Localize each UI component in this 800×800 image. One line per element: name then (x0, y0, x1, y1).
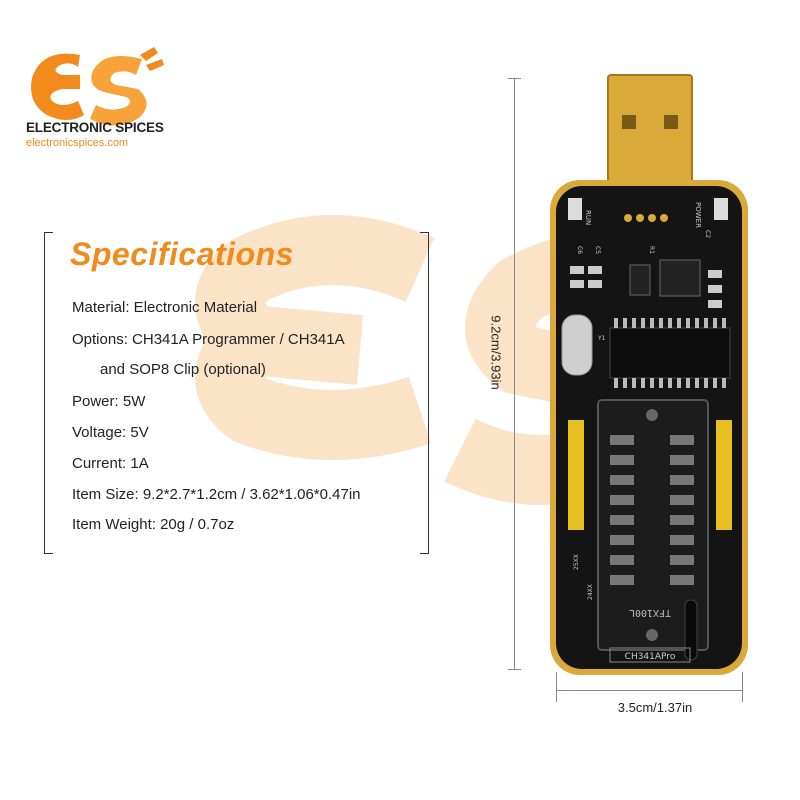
left-header-pins (568, 420, 584, 530)
spec-material: Material: Electronic Material (72, 299, 258, 316)
c6-label: C6 (576, 246, 583, 254)
width-dimension-label: 3.5cm/1.37in (617, 700, 693, 715)
25xx-label: 25XX (573, 554, 580, 570)
model-label: CH341APro (625, 652, 676, 662)
electronic-spices-logo (31, 47, 164, 126)
r1-label: R1 (648, 246, 655, 254)
spec-bracket-right (420, 232, 429, 554)
width-dimension-line (556, 690, 743, 691)
y1-label: Y1 (597, 335, 606, 342)
power-label: POWER (694, 202, 702, 228)
width-dimension-right-cap (742, 672, 743, 702)
run-label: RUN (584, 210, 592, 225)
spec-options-cont: and SOP8 Clip (optional) (100, 361, 266, 378)
brand-name: ELECTRONIC SPICES (26, 120, 164, 135)
height-dimension-top-cap (508, 78, 521, 79)
spec-options: Options: CH341A Programmer / CH341A (72, 331, 345, 348)
ch341a-chip (609, 327, 731, 379)
zif-lever (684, 599, 698, 661)
height-dimension-label: 9.2cm/3.93in (488, 315, 504, 390)
ch341a-programmer-board: RUN POWER C6 C5 R1 C2 Y1 TFX100L 25XX 24… (550, 74, 748, 675)
spec-current: Current: 1A (72, 455, 149, 472)
brand-url: electronicspices.com (26, 137, 129, 149)
socket-label: TFX100L (629, 607, 671, 618)
right-header-pins (716, 420, 732, 530)
spec-power: Power: 5W (72, 393, 146, 410)
c5-label: C5 (594, 246, 601, 254)
specifications-title: Specifications (70, 236, 294, 272)
height-dimension-line (514, 78, 515, 670)
height-dimension-bottom-cap (508, 669, 521, 670)
spec-bracket-left (44, 232, 53, 554)
c2-label: C2 (704, 230, 711, 238)
spec-item-size: Item Size: 9.2*2.7*1.2cm / 3.62*1.06*0.4… (72, 486, 361, 503)
width-dimension-left-cap (556, 672, 557, 702)
spec-item-weight: Item Weight: 20g / 0.7oz (72, 516, 235, 533)
24xx-label: 24XX (587, 584, 594, 600)
crystal-oscillator (561, 314, 593, 376)
spec-voltage: Voltage: 5V (72, 424, 149, 441)
